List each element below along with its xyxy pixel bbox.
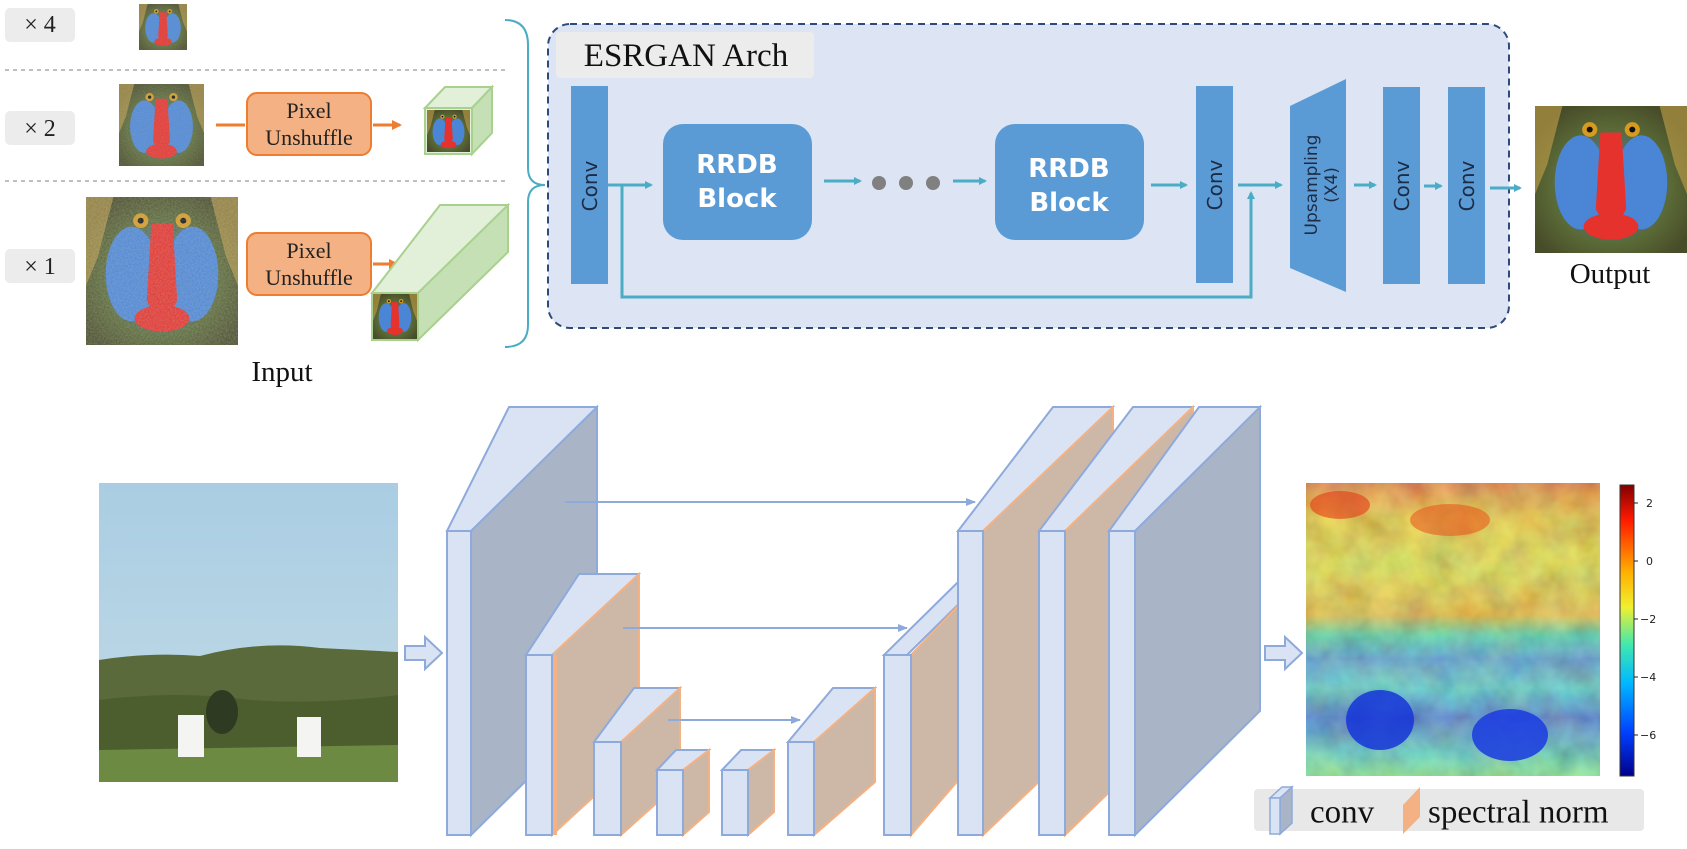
legend-conv-label: conv — [1310, 795, 1375, 831]
conv-label: Conv — [1390, 160, 1414, 211]
scale-label-x4: × 4 — [24, 12, 56, 38]
upsampling-label-line2: (X4) — [1322, 167, 1342, 203]
scale-badge-x4 — [5, 8, 75, 42]
esrgan-arch-panel: ESRGAN Arch Conv RRDB Block RRDB Block C… — [547, 23, 1522, 329]
decoder-layer-2 — [785, 685, 878, 838]
rrdb-label-line1: RRDB — [1028, 154, 1109, 184]
conv-legend-icon — [1268, 785, 1294, 836]
input-section: × 4 × 2 × 1 Pixel Unshuffle Pixel Unshuf… — [5, 4, 546, 388]
rrdb-block-1 — [663, 124, 812, 240]
colorbar-tick: −2 — [1640, 613, 1656, 626]
skip-connection-arrow — [620, 185, 1255, 299]
output-section: Output — [1535, 106, 1687, 290]
pixel-unshuffle-line2: Unshuffle — [265, 265, 353, 290]
pixel-unshuffle-box-x2 — [246, 92, 372, 156]
spectral-norm-legend-icon — [1403, 787, 1420, 834]
unshuffled-cube-x2 — [422, 84, 495, 157]
baboon-image-x4 — [139, 4, 187, 50]
block-arrow-in — [404, 634, 444, 672]
legend: conv spectral norm — [1254, 785, 1644, 836]
pixel-unshuffle-line1: Pixel — [286, 98, 331, 123]
conv-block-3 — [1383, 87, 1420, 284]
rrdb-block-2 — [995, 124, 1144, 240]
conv-block-2 — [1196, 86, 1233, 283]
pixel-unshuffle-line1: Pixel — [286, 238, 331, 263]
colorbar: 2 0 −2 −4 −6 — [1619, 484, 1656, 777]
rrdb-label-line2: Block — [1029, 188, 1109, 218]
scale-badge-x1 — [5, 249, 75, 283]
unshuffled-cube-x1 — [369, 202, 511, 343]
upsampling-block — [1290, 79, 1346, 292]
decoder-layer-6 — [1107, 404, 1262, 838]
conv-block-4 — [1448, 87, 1485, 284]
block-arrow-out — [1264, 634, 1304, 672]
unet-discriminator: 2 0 −2 −4 −6 conv spectral — [99, 404, 1656, 838]
colorbar-tick: −4 — [1640, 671, 1656, 684]
realness-heatmap — [1306, 483, 1600, 776]
pixel-unshuffle-box-x1 — [246, 232, 372, 296]
ellipsis-dot — [899, 176, 913, 190]
conv-label: Conv — [578, 160, 602, 211]
ellipsis-dot — [872, 176, 886, 190]
ellipsis-dot — [926, 176, 940, 190]
baboon-image-x2 — [119, 84, 204, 166]
baboon-image-x1 — [86, 197, 238, 345]
esrgan-title: ESRGAN Arch — [584, 38, 789, 74]
pixel-unshuffle-line2: Unshuffle — [265, 125, 353, 150]
rrdb-label-line2: Block — [697, 184, 777, 214]
conv-label: Conv — [1203, 159, 1227, 210]
input-label: Input — [251, 356, 312, 388]
scale-label-x1: × 1 — [24, 254, 56, 280]
decoder-layer-1 — [719, 747, 777, 838]
colorbar-tick: 2 — [1646, 497, 1653, 510]
upsampling-label-line1: Upsampling — [1302, 135, 1322, 236]
landscape-image — [99, 483, 398, 782]
output-label: Output — [1570, 258, 1651, 290]
conv-label: Conv — [1455, 160, 1479, 211]
colorbar-tick: 0 — [1646, 555, 1653, 568]
scale-badge-x2 — [5, 111, 75, 145]
input-brace — [504, 19, 546, 348]
rrdb-label-line1: RRDB — [696, 150, 777, 180]
esrgan-title-badge — [556, 32, 814, 78]
encoder-layer-4 — [654, 747, 712, 838]
colorbar-tick: −6 — [1640, 729, 1656, 742]
conv-block-1 — [571, 86, 608, 284]
legend-spectral-norm-label: spectral norm — [1428, 795, 1609, 831]
legend-background — [1254, 789, 1644, 831]
baboon-output-image — [1535, 106, 1687, 253]
scale-label-x2: × 2 — [24, 116, 56, 142]
